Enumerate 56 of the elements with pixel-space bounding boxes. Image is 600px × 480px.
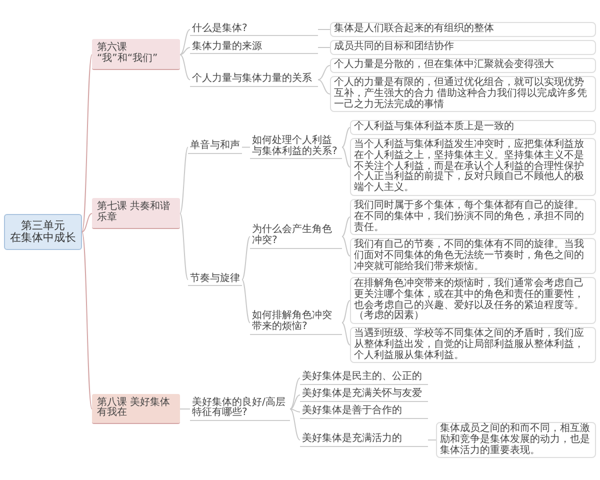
connector-line xyxy=(342,216,350,237)
connector-line xyxy=(318,79,330,94)
topic-text: 什么是集体? xyxy=(190,22,318,36)
note-card: 个人的力量是有限的，但通过优化组合，就可以实现优势互补，产生强大的合力 借助这种合力我们得以完成许多凭一己之力无法完成的事情 xyxy=(330,76,596,112)
connector-line xyxy=(318,29,330,30)
connector-line xyxy=(342,146,350,168)
connector-line xyxy=(82,54,92,232)
connector-line xyxy=(180,54,190,80)
note-card: 在排解角色冲突带来的烦恼时，我们通常会考虑自己更关注哪个集体，或在其中的角色和责任的重要性，也会考虑自己的兴趣、爱好以及任务的紧迫程度等。（考虑的因素） xyxy=(350,277,596,324)
lesson-box: 第六课 “我”和“我们” xyxy=(92,39,180,70)
connector-line xyxy=(318,65,330,80)
connector-line xyxy=(242,236,250,280)
connector-line xyxy=(342,127,350,148)
topic-text: 如何处理个人利益与集体利益的关系? xyxy=(250,134,342,160)
connector-line xyxy=(180,212,188,280)
connector-line xyxy=(180,408,190,410)
topic-title: 第三单元 xyxy=(20,220,66,232)
connector-line xyxy=(290,394,300,410)
topic-title: 在集体中成长 xyxy=(9,232,77,244)
connector-line xyxy=(242,146,250,148)
connector-line xyxy=(180,29,190,56)
topic-text: 美好集体是民主的、公正的 xyxy=(300,371,428,385)
topic-text: 美好集体是善于合作的 xyxy=(300,405,428,419)
topic-text: 节奏与旋律 xyxy=(188,272,242,286)
topic-text: 如何排解角色冲突带来的烦恼? xyxy=(250,310,342,335)
topic-text: 美好集体是充满关怀与友爱 xyxy=(300,388,428,402)
note-card: 成员共同的目标和团结协作 xyxy=(330,40,596,55)
connector-line xyxy=(342,322,350,346)
topic-text: 个人力量与集体力量的关系 xyxy=(190,72,318,87)
note-card: 我们有自己的节奏，不同的集体有不同的旋律。当我们面对不同集体的角色无法统一节奏时，角色之间的冲突就可能给我们带来烦恼。 xyxy=(350,238,596,274)
connector-line xyxy=(82,212,92,232)
connector-line xyxy=(242,279,250,324)
connector-line xyxy=(82,231,92,410)
lesson-box: 第八课 美好集体有我在 xyxy=(92,394,180,424)
topic-text: 单音与和声 xyxy=(188,140,242,154)
topic-text: 集体力量的来源 xyxy=(190,40,318,54)
connector-line xyxy=(290,408,300,440)
note-card: 集体成员之间的和而不同，相互激励和竞争是集体发展的动力，也是集体活力的重要表现。 xyxy=(436,422,596,458)
connector-line xyxy=(180,146,188,214)
connector-line xyxy=(318,47,330,48)
connector-line xyxy=(290,408,300,412)
connector-line xyxy=(290,378,300,410)
topic-text: 为什么会产生角色冲突? xyxy=(250,224,342,249)
topic-text: 美好集体的良好/高层特征有哪些? xyxy=(190,396,290,422)
connector-line xyxy=(342,300,350,324)
note-card: 当个人利益与集体利益发生冲突时，应把集体利益放在个人利益之上，坚持集体主义。坚持集体主义不是不关注个人利益，而是在承认个人利益的合理性保护个人正当利益的前提下，反对只顾自己不顾他人的极端个人主义。 xyxy=(350,138,596,196)
note-card: 集体是人们联合起来的有组织的整体 xyxy=(330,22,596,37)
note-card: 个人利益与集体利益本质上是一致的 xyxy=(350,120,596,135)
note-card: 当遇到班级、学校等不同集体之间的矛盾时，我们应从整体利益出发，自觉的让局部利益服从整体利益，个人利益服从集体利益。 xyxy=(350,327,596,364)
connector-line xyxy=(180,47,190,56)
lesson-box: 第七课 共奏和谐乐章 xyxy=(92,198,180,229)
connector-line xyxy=(342,236,350,256)
central-topic-box xyxy=(4,214,82,250)
note-card: 我们同时属于多个集体，每个集体都有自己的旋律。在不同的集体中，我们扮演不同的角色，承担不同的责任。 xyxy=(350,199,596,236)
topic-text: 美好集体是充满活力的 xyxy=(300,433,428,447)
note-card: 个人力量是分散的，但在集体中汇聚就会变得强大 xyxy=(330,58,596,73)
